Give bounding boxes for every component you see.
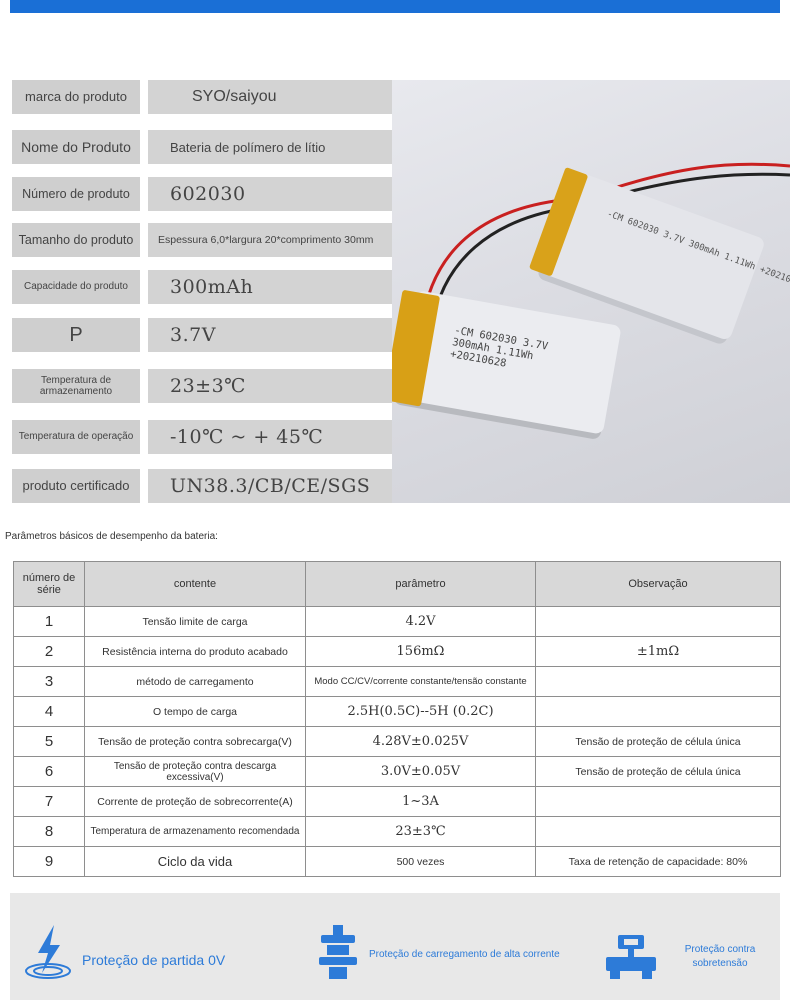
overvoltage-protection-icon — [606, 935, 656, 979]
header-parameter: parâmetro — [305, 561, 536, 607]
row-note — [535, 696, 781, 727]
spec-row-operating-temp: Temperatura de operação -10℃ ~ + 45℃ — [12, 420, 392, 454]
table-row: 5 Tensão de proteção contra sobrecarga(V… — [13, 726, 781, 757]
row-parameter: 156mΩ — [305, 636, 536, 667]
spec-value: UN38.3/CB/CE/SGS — [148, 469, 392, 503]
feature-label: Proteção contra sobretensão — [684, 944, 756, 969]
lightning-icon — [25, 925, 71, 979]
feature-band: Proteção de partida 0V Proteção de carre… — [10, 893, 780, 1000]
row-note: Taxa de retenção de capacidade: 80% — [535, 846, 781, 877]
top-accent-bar — [10, 0, 780, 13]
row-parameter: 500 vezes — [305, 846, 536, 877]
header-serial: número de série — [13, 561, 85, 607]
row-content: Resistência interna do produto acabado — [84, 636, 306, 667]
spec-row-size: Tamanho do produto Espessura 6,0*largura… — [12, 223, 392, 257]
row-parameter: 1~3A — [305, 786, 536, 817]
row-parameter: 23±3℃ — [305, 816, 536, 847]
header-note: Observação — [535, 561, 781, 607]
row-number: 1 — [13, 606, 85, 637]
table-row: 8 Temperatura de armazenamento recomenda… — [13, 816, 781, 847]
spec-row-name: Nome do Produto Bateria de polímero de l… — [12, 130, 392, 164]
row-note: Tensão de proteção de célula única — [535, 756, 781, 787]
section-title: Parâmetros básicos de desempenho da bate… — [5, 531, 218, 542]
spec-row-voltage: P 3.7V — [12, 318, 392, 352]
feature-0v-start: Proteção de partida 0V — [24, 923, 225, 983]
feature-label: Proteção de carregamento de alta corrent… — [369, 948, 560, 960]
header-content: contente — [84, 561, 306, 607]
table-row: 2 Resistência interna do produto acabado… — [13, 636, 781, 667]
row-parameter: Modo CC/CV/corrente constante/tensão con… — [305, 666, 536, 697]
row-number: 6 — [13, 756, 85, 787]
row-number: 4 — [13, 696, 85, 727]
table-row: 6 Tensão de proteção contra descarga exc… — [13, 756, 781, 787]
spec-row-brand: marca do produto SYO/saiyou — [12, 80, 392, 114]
row-note: Tensão de proteção de célula única — [535, 726, 781, 757]
parameters-table: número de série contente parâmetro Obser… — [13, 561, 781, 877]
feature-label: Proteção de partida 0V — [82, 952, 226, 968]
spec-value: 23±3℃ — [148, 369, 392, 403]
row-content: método de carregamento — [84, 666, 306, 697]
feature-high-current: Proteção de carregamento de alta corrent… — [315, 923, 560, 983]
spec-row-storage-temp: Temperatura de armazenamento 23±3℃ — [12, 369, 392, 403]
table-row: 4 O tempo de carga 2.5H(0.5C)--5H (0.2C) — [13, 696, 781, 727]
high-current-plug-icon — [319, 925, 357, 979]
row-content: Temperatura de armazenamento recomendada — [84, 816, 306, 847]
spec-label: P — [12, 318, 140, 352]
table-row: 7 Corrente de proteção de sobrecorrente(… — [13, 786, 781, 817]
table-row: 3 método de carregamento Modo CC/CV/corr… — [13, 666, 781, 697]
battery-photo: -CM 602030 3.7V 300mAh 1.11Wh +20210628 … — [383, 80, 790, 503]
feature-overvoltage: Proteção contra sobretensão — [604, 933, 756, 981]
spec-label: marca do produto — [12, 80, 140, 114]
row-parameter: 3.0V±0.05V — [305, 756, 536, 787]
spec-value: 602030 — [148, 177, 392, 211]
spec-row-certification: produto certificado UN38.3/CB/CE/SGS — [12, 469, 392, 503]
spec-value: Bateria de polímero de lítio — [148, 130, 392, 164]
table-header-row: número de série contente parâmetro Obser… — [13, 561, 781, 607]
row-note — [535, 666, 781, 697]
row-number: 2 — [13, 636, 85, 667]
spec-row-number: Número de produto 602030 — [12, 177, 392, 211]
row-number: 9 — [13, 846, 85, 877]
spec-value: 3.7V — [148, 318, 392, 352]
row-content: O tempo de carga — [84, 696, 306, 727]
row-content: Corrente de proteção de sobrecorrente(A) — [84, 786, 306, 817]
battery-illustration: -CM 602030 3.7V 300mAh 1.11Wh +20210628 … — [383, 162, 790, 439]
row-number: 8 — [13, 816, 85, 847]
row-number: 7 — [13, 786, 85, 817]
row-note: ±1mΩ — [535, 636, 781, 667]
table-row: 9 Ciclo da vida 500 vezes Taxa de retenç… — [13, 846, 781, 877]
spec-row-capacity: Capacidade do produto 300mAh — [12, 270, 392, 304]
spec-label: Capacidade do produto — [12, 270, 140, 304]
row-number: 3 — [13, 666, 85, 697]
spec-value: 300mAh — [148, 270, 392, 304]
row-parameter: 4.28V±0.025V — [305, 726, 536, 757]
row-number: 5 — [13, 726, 85, 757]
spec-value: -10℃ ~ + 45℃ — [148, 420, 392, 454]
spec-value: SYO/saiyou — [148, 80, 392, 114]
row-content: Tensão limite de carga — [84, 606, 306, 637]
spec-label: Nome do Produto — [12, 130, 140, 164]
row-content: Ciclo da vida — [84, 846, 306, 877]
row-note — [535, 786, 781, 817]
spec-label: Temperatura de armazenamento — [12, 369, 140, 403]
spec-value: Espessura 6,0*largura 20*comprimento 30m… — [148, 223, 392, 257]
row-parameter: 2.5H(0.5C)--5H (0.2C) — [305, 696, 536, 727]
row-note — [535, 606, 781, 637]
spec-label: Número de produto — [12, 177, 140, 211]
row-content: Tensão de proteção contra sobrecarga(V) — [84, 726, 306, 757]
row-parameter: 4.2V — [305, 606, 536, 637]
spec-label: produto certificado — [12, 469, 140, 503]
row-note — [535, 816, 781, 847]
table-row: 1 Tensão limite de carga 4.2V — [13, 606, 781, 637]
spec-label: Temperatura de operação — [12, 420, 140, 454]
row-content: Tensão de proteção contra descarga exces… — [84, 756, 306, 787]
spec-label: Tamanho do produto — [12, 223, 140, 257]
